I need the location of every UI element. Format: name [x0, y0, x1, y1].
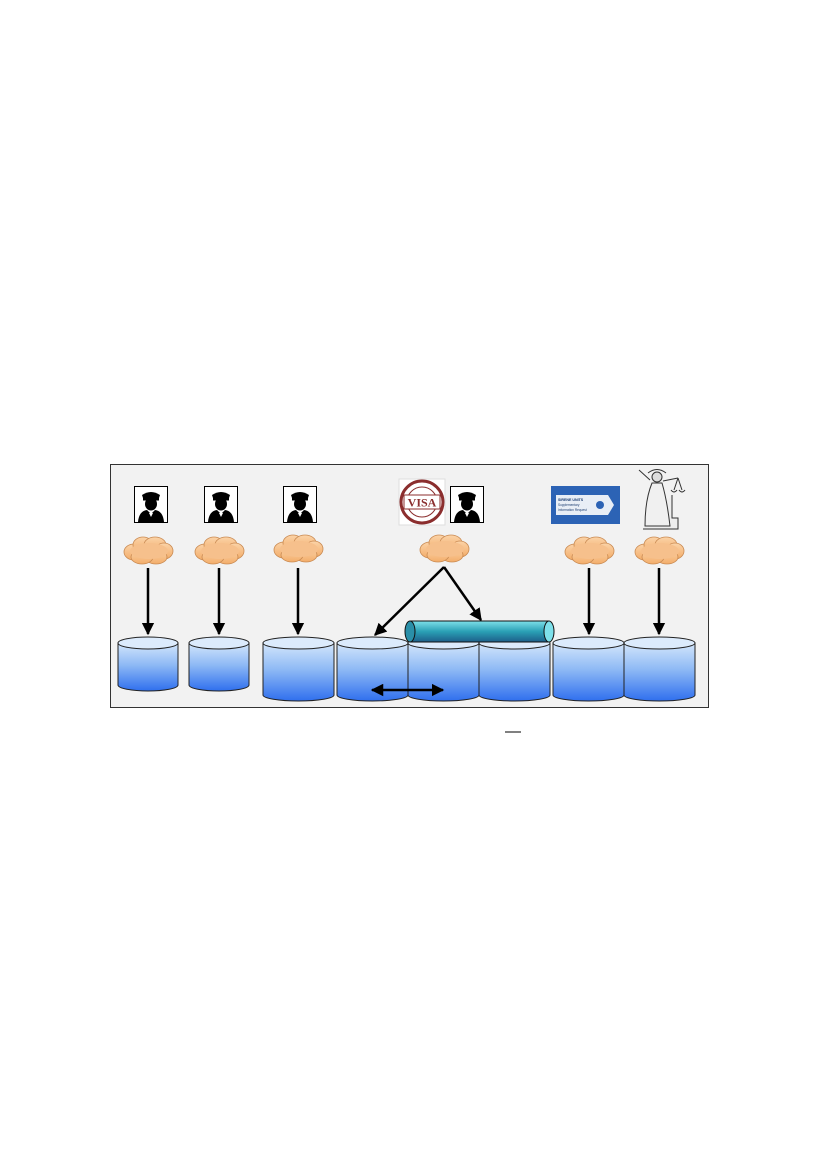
sirene-sign-line-2: Supplementary — [558, 503, 580, 507]
database-cylinder — [624, 637, 695, 701]
database-cylinder — [118, 637, 178, 691]
database-cylinder — [479, 637, 550, 701]
police-officer-icon — [135, 487, 168, 523]
shared-database-bar — [405, 621, 554, 642]
visa-stamp-label: VISA — [408, 496, 437, 510]
database-cylinder — [408, 637, 479, 701]
database-cylinder — [337, 637, 408, 701]
sirene-sign-icon: SIRENE UNITS Supplementary Information R… — [551, 486, 620, 524]
police-officer-icon — [205, 487, 238, 523]
police-officer-icon — [284, 487, 317, 523]
sirene-sign-line-3: Information Request — [558, 508, 587, 512]
database-cylinder — [189, 637, 249, 691]
police-officer-icon — [451, 487, 484, 523]
database-cylinder — [263, 637, 334, 701]
database-cylinder — [553, 637, 624, 701]
sirene-sign-line-1: SIRENE UNITS — [558, 498, 584, 502]
visa-stamp-icon: VISA — [399, 479, 445, 525]
